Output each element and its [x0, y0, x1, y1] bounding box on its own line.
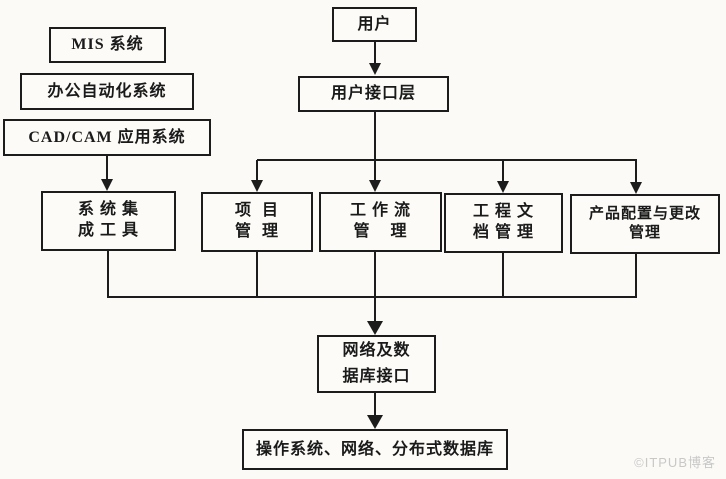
- edge-branch-to-doc: [497, 160, 509, 193]
- node-ui-layer: 用户接口层: [298, 76, 449, 112]
- collector-rail: [107, 251, 637, 298]
- node-user: 用户: [332, 7, 417, 42]
- node-engineering-doc-management-line2: 档 管 理: [472, 224, 534, 241]
- node-cadcam-system-label: CAD/CAM 应用系统: [28, 128, 186, 146]
- node-office-automation: 办公自动化系统: [20, 73, 194, 110]
- edge-cadcam-to-integration: [101, 156, 113, 191]
- edge-user-to-ui-layer: [369, 42, 381, 75]
- node-cadcam-system: CAD/CAM 应用系统: [3, 119, 211, 156]
- node-engineering-doc-management-line1: 工 程 文: [472, 203, 534, 221]
- node-project-management: 项 目 管 理: [201, 192, 313, 252]
- watermark: ©ITPUB博客: [634, 455, 716, 470]
- edge-collector-to-network: [367, 252, 383, 335]
- edge-branch-to-project: [251, 160, 263, 192]
- edge-network-to-os: [367, 393, 383, 429]
- node-network-db-interface-line1: 网络及数: [342, 342, 411, 360]
- edge-branch-to-product: [630, 160, 642, 194]
- node-office-automation-label: 办公自动化系统: [47, 82, 167, 100]
- node-workflow-management: 工 作 流 管 理: [319, 192, 442, 252]
- node-workflow-management-line1: 工 作 流: [349, 202, 411, 220]
- node-product-config-change-management-line2: 管理: [628, 225, 661, 241]
- node-system-integration-tools: 系 统 集 成 工 具: [41, 191, 176, 251]
- node-ui-layer-label: 用户接口层: [330, 85, 416, 103]
- node-project-management-line1: 项 目: [234, 202, 279, 220]
- node-engineering-doc-management: 工 程 文 档 管 理: [444, 193, 563, 253]
- node-product-config-change-management-line1: 产品配置与更改: [588, 205, 701, 222]
- node-os-network-distributed-db-label: 操作系统、网络、分布式数据库: [255, 440, 494, 458]
- node-os-network-distributed-db: 操作系统、网络、分布式数据库: [242, 429, 508, 470]
- node-system-integration-tools-line2: 成 工 具: [77, 222, 139, 239]
- node-product-config-change-management: 产品配置与更改 管理: [570, 194, 720, 254]
- node-system-integration-tools-line1: 系 统 集: [77, 201, 139, 219]
- node-project-management-line2: 管 理: [234, 223, 279, 240]
- node-user-label: 用户: [357, 15, 392, 33]
- edge-ui-layer-to-branch-rail: [257, 112, 637, 161]
- node-network-db-interface: 网络及数 据库接口: [317, 335, 436, 393]
- edge-branch-to-workflow: [369, 160, 381, 192]
- node-workflow-management-line2: 管 理: [353, 223, 408, 240]
- node-mis-system-label: MIS 系统: [71, 36, 144, 54]
- node-network-db-interface-line2: 据库接口: [342, 368, 411, 385]
- node-mis-system: MIS 系统: [49, 27, 166, 63]
